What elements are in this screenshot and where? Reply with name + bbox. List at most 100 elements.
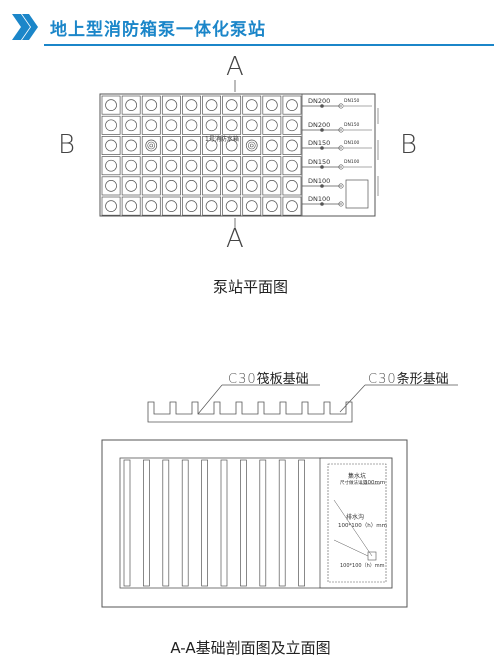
panel-boss	[266, 139, 278, 152]
tank-panel	[282, 156, 302, 176]
panel-boss	[266, 159, 278, 172]
tank-panel	[182, 136, 201, 155]
tank-panel	[202, 95, 221, 115]
panel-boss	[266, 200, 278, 212]
strip-foundation-section	[147, 401, 353, 423]
tank-panel	[182, 156, 201, 176]
tank-panel	[222, 196, 242, 216]
tank-label: 1号消防水箱	[205, 136, 239, 143]
tank-panel	[121, 95, 141, 115]
strip-foundation-label: C30条形基础	[368, 368, 449, 387]
strip-text: 条形基础	[396, 372, 449, 387]
panel-boss	[165, 99, 178, 111]
panel-boss	[165, 139, 178, 152]
tank-panel	[282, 176, 302, 196]
header-divider	[44, 44, 494, 46]
tank-panel	[242, 156, 262, 176]
elevation-outer	[101, 439, 408, 608]
strip-beam	[143, 459, 150, 587]
panel-boss	[205, 139, 218, 152]
panel-boss	[125, 139, 137, 152]
panel-boss	[165, 119, 178, 132]
tank-panel	[202, 136, 221, 155]
raft-grade: C30	[228, 372, 257, 387]
tank-panel	[222, 115, 242, 135]
tank-panel	[262, 136, 282, 155]
valve	[320, 146, 324, 150]
tank-panel	[121, 196, 141, 216]
panel-boss	[286, 180, 298, 192]
sump-area-outer	[319, 457, 393, 589]
tank-panel	[262, 196, 282, 216]
tank-panel	[282, 136, 302, 155]
section-mark-top: A	[226, 52, 244, 82]
strip-beam	[220, 459, 228, 587]
tank-panel	[121, 136, 141, 155]
panel-boss	[185, 200, 198, 212]
plan-caption: 泵站平面图	[212, 278, 288, 296]
panel-boss	[145, 119, 158, 132]
panel-boss	[286, 99, 298, 111]
valve	[320, 184, 324, 188]
tank-panel	[141, 176, 161, 196]
pipe-side-label: DN100	[344, 160, 360, 165]
pipe-label: DN200	[308, 121, 331, 129]
panel-boss	[245, 200, 258, 212]
panel-boss	[105, 99, 117, 111]
pipe-label: DN150	[308, 158, 331, 166]
pump	[338, 145, 344, 151]
panel-boss	[165, 200, 178, 212]
panel-boss	[145, 139, 158, 152]
panel-boss	[125, 159, 137, 172]
strip-beams	[123, 459, 305, 587]
tank-panel	[242, 196, 262, 216]
tank-panel	[101, 136, 121, 155]
section-mark-left: B	[58, 130, 76, 160]
panel-boss	[185, 159, 198, 172]
ditch-label: 排水沟	[346, 514, 365, 521]
panel-boss	[245, 159, 258, 172]
manhole	[147, 141, 156, 150]
panel-boss	[145, 159, 158, 172]
manhole-core	[249, 143, 254, 148]
panel-boss	[205, 99, 218, 111]
tank-panel	[121, 115, 141, 135]
tank-panel	[202, 115, 221, 135]
panel-boss	[185, 99, 198, 111]
strip-beam	[201, 459, 208, 587]
chevron-right-icon	[12, 14, 38, 40]
panel-boss	[125, 99, 137, 111]
pipe-label: DN200	[308, 97, 331, 105]
tank-panel	[141, 136, 161, 155]
tank-panel	[222, 136, 242, 155]
pump	[338, 103, 344, 109]
pipe-label: DN100	[308, 195, 331, 203]
tank-panel	[182, 115, 201, 135]
page-title: 地上型消防箱泵一体化泵站	[50, 20, 266, 40]
pipe-side-label: DN150	[344, 123, 360, 128]
sump-area-inner	[327, 463, 387, 583]
panel-boss	[205, 200, 218, 212]
panel-boss	[225, 180, 238, 192]
panel-boss	[286, 200, 298, 212]
panel-boss	[105, 119, 117, 132]
panel-boss	[245, 180, 258, 192]
pump-room-outline	[301, 93, 376, 217]
control-cabinet	[345, 179, 369, 209]
comb-outline	[147, 401, 353, 423]
panel-boss	[266, 180, 278, 192]
bottom-dimension: 100*100（h）mm	[340, 563, 385, 569]
panel-boss	[245, 139, 258, 152]
valve	[320, 128, 324, 132]
tank-panel	[182, 95, 201, 115]
tank-panel	[121, 156, 141, 176]
tank-panel	[262, 156, 282, 176]
panel-boss	[225, 139, 238, 152]
ditch-dimension: 100*100（h）mm	[338, 523, 387, 529]
tank-panel	[202, 196, 221, 216]
pipe-label: DN150	[308, 139, 331, 147]
strip-beam	[298, 459, 305, 587]
panel-boss	[286, 119, 298, 132]
tank-panel	[161, 95, 181, 115]
